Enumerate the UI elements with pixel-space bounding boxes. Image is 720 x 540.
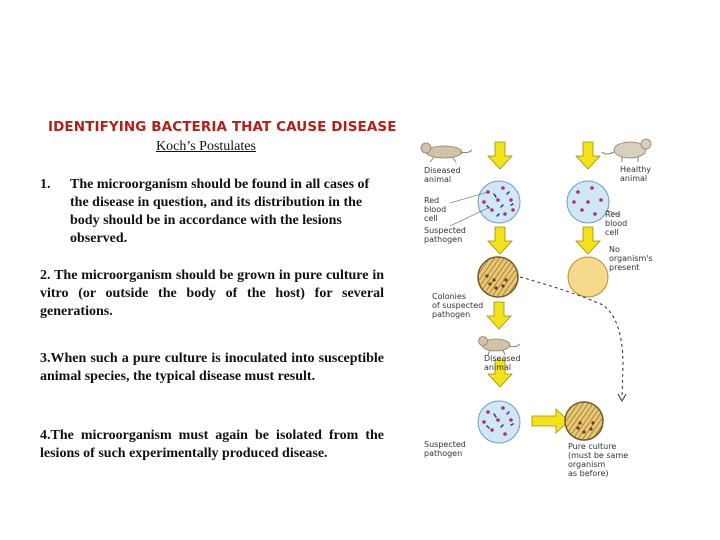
label-no-organisms: No organism's present	[609, 245, 653, 272]
arrow-down-6-icon	[487, 359, 513, 388]
slide-subtitle: Koch’s Postulates	[156, 139, 256, 154]
arrow-down-2-icon	[575, 141, 601, 170]
diagram-artwork	[420, 138, 652, 444]
postulate-1-number: 1.	[40, 177, 51, 192]
arrow-right-icon	[531, 408, 570, 434]
blood-sample-healthy-icon	[566, 180, 610, 224]
label-red-blood-cell-left: Red blood cell	[424, 196, 447, 223]
colonies-dish-1-icon	[477, 256, 519, 298]
label-suspected-pathogen-1: Suspected pathogen	[424, 226, 466, 244]
arrow-down-4-icon	[575, 226, 601, 255]
blood-sample-pathogen-1-icon	[477, 180, 521, 224]
diseased-animal-2-icon	[478, 336, 521, 356]
postulate-1: 1. The microorganism should be found in …	[40, 176, 380, 248]
pure-culture-dish-icon	[564, 401, 604, 441]
label-diseased-animal-1: Diseased animal	[424, 166, 461, 184]
label-healthy-animal: Healthy animal	[620, 165, 652, 183]
postulate-3: 3.When such a pure culture is inoculated…	[40, 351, 384, 384]
label-red-blood-cell-right: Red blood cell	[605, 210, 628, 237]
koch-postulates-diagram: Diseased animal Red blood cell Suspected…	[408, 130, 708, 490]
healthy-animal-icon	[601, 138, 652, 162]
diseased-animal-1-icon	[420, 142, 473, 163]
arrow-down-3-icon	[487, 226, 513, 255]
dashed-path	[519, 276, 624, 399]
label-leaders	[449, 191, 621, 227]
blood-sample-pathogen-2-icon	[477, 400, 521, 444]
label-suspected-pathogen-2: Suspected pathogen	[424, 440, 466, 458]
clean-culture-icon	[567, 256, 609, 298]
arrow-down-1-icon	[487, 141, 513, 170]
postulate-2: 2. The microorganism should be grown in …	[40, 268, 384, 319]
arrow-down-5-icon	[486, 301, 512, 330]
postulate-4: 4.The microorganism must again be isolat…	[40, 428, 384, 461]
label-pure-culture: Pure culture (must be same organism as b…	[568, 442, 629, 478]
dashed-arrowhead-icon	[617, 393, 627, 403]
label-diseased-animal-2: Diseased animal	[484, 354, 521, 372]
postulate-1-text: The microorganism should be found in all…	[70, 177, 370, 246]
slide-title: IDENTIFYING BACTERIA THAT CAUSE DISEASE	[48, 119, 397, 135]
label-colonies: Colonies of suspected pathogen	[432, 292, 484, 319]
